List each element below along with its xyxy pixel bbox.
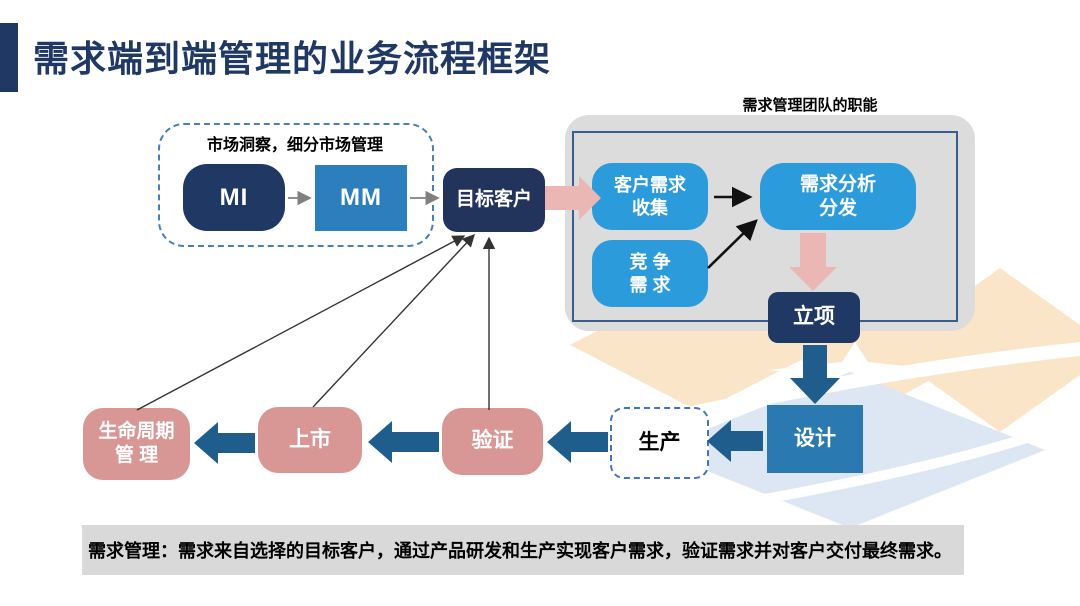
arrow-lifecycle-to-target — [136, 235, 466, 411]
bottom-note-bar: 需求管理：需求来自选择的目标客户，通过产品研发和生产实现客户需求，验证需求并对客… — [82, 525, 964, 575]
arrow-launch-to-lifecycle — [194, 422, 255, 464]
arrow-design-to-production — [707, 420, 763, 462]
bottom-note-text: 需求管理：需求来自选择的目标客户，通过产品研发和生产实现客户需求，验证需求并对客… — [88, 541, 952, 561]
node-customer-demand-collect: 客户需求 收集 — [592, 163, 708, 230]
node-production: 生产 — [610, 407, 709, 479]
node-demand-analyze-dispatch: 需求分析 分发 — [760, 163, 916, 230]
arrow-verify-to-launch — [368, 421, 439, 463]
watermark-star — [768, 342, 942, 398]
node-design: 设计 — [767, 405, 863, 473]
arrow-project-init-to-design — [790, 345, 840, 404]
node-project-initiation: 立项 — [768, 292, 860, 343]
node-mm: MM — [315, 165, 407, 231]
team-panel-label: 需求管理团队的职能 — [742, 97, 878, 114]
node-verify: 验证 — [442, 408, 543, 475]
node-lifecycle-management: 生命周期 管 理 — [83, 408, 190, 480]
team-panel-inner-border — [572, 131, 958, 322]
arrow-launch-to-target — [312, 233, 475, 408]
page-title: 需求端到端管理的业务流程框架 — [33, 38, 552, 79]
node-competitive-demand: 竞 争 需 求 — [592, 240, 708, 307]
node-launch: 上市 — [258, 407, 362, 473]
market-scope-label: 市场洞察，细分市场管理 — [206, 137, 383, 154]
node-mi: MI — [183, 164, 285, 231]
arrow-production-to-verify — [547, 421, 608, 463]
title-accent-bar — [0, 23, 18, 92]
node-target-customer: 目标客户 — [443, 168, 545, 232]
